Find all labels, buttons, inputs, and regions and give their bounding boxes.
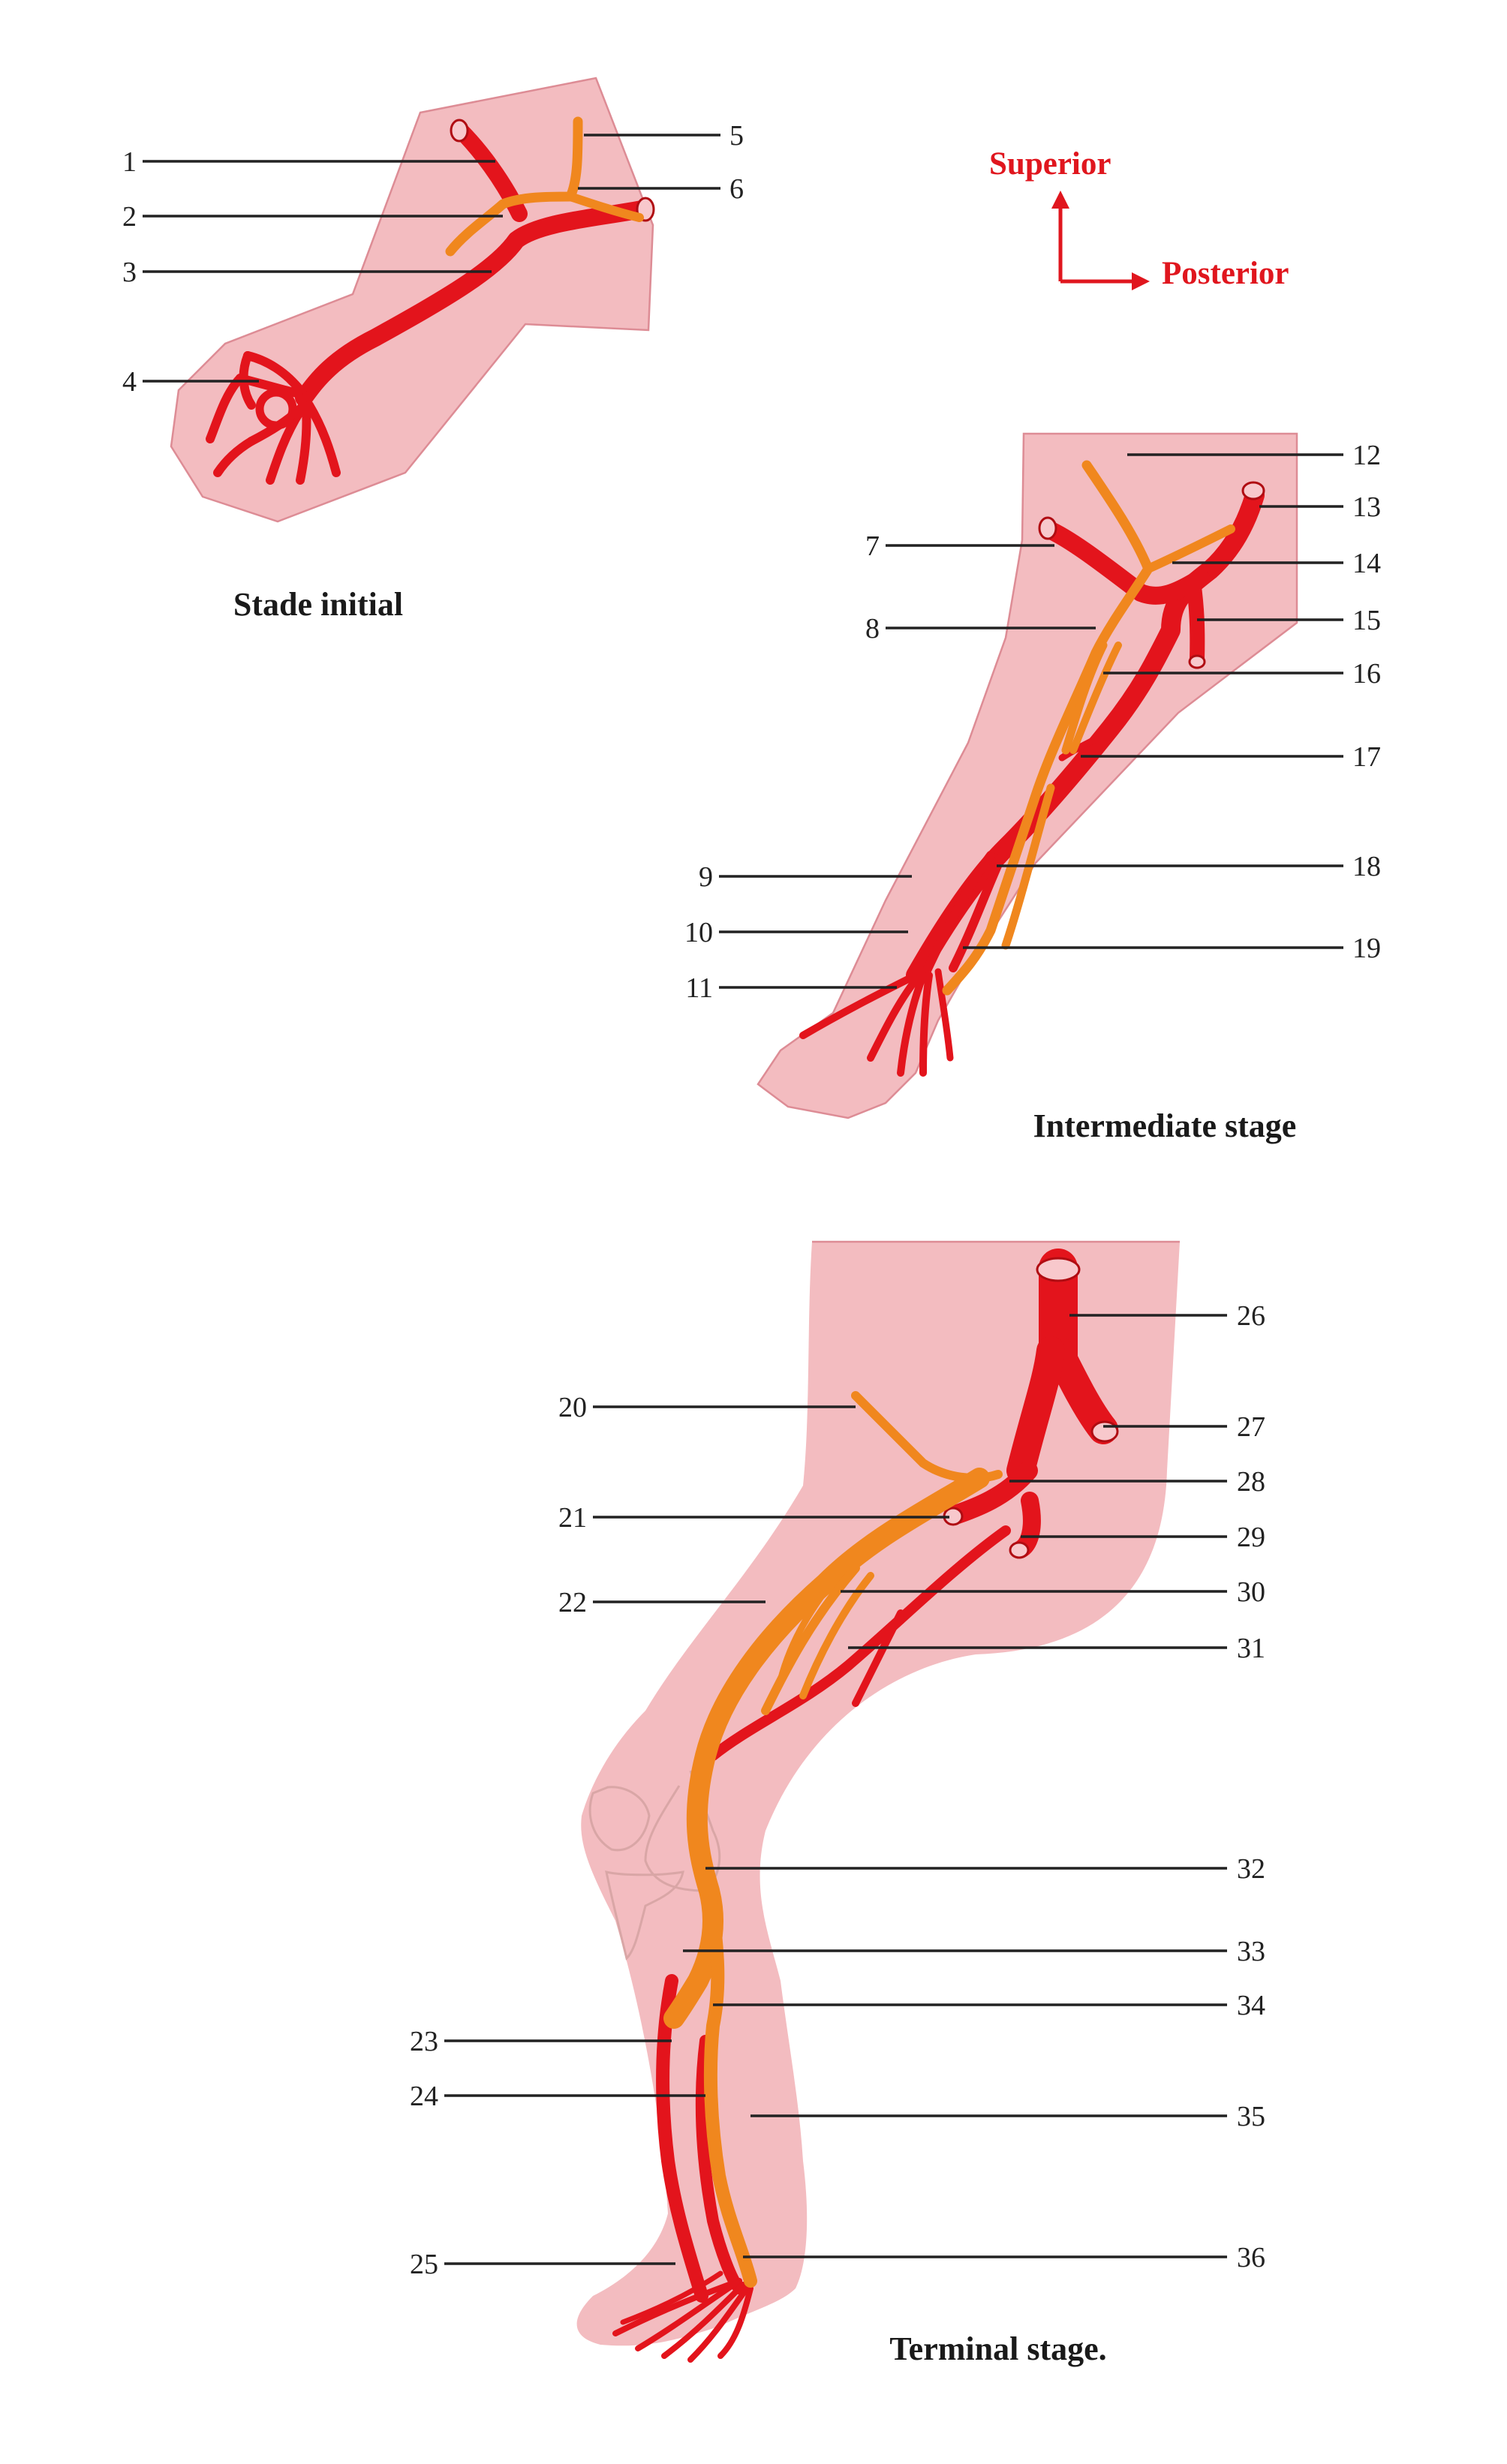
label-3: 3 <box>122 257 137 288</box>
label-2: 2 <box>122 201 137 233</box>
panel-terminal-stage <box>576 1240 1180 2363</box>
label-15: 15 <box>1352 605 1381 636</box>
label-31: 31 <box>1237 1633 1265 1664</box>
digital-artery <box>867 972 923 1062</box>
label-11: 11 <box>685 972 713 1004</box>
patella-outline <box>588 1786 651 1852</box>
superior-arrow-head <box>1051 191 1069 209</box>
label-13: 13 <box>1352 491 1381 523</box>
panel-intermediate-stage <box>757 432 1298 1119</box>
label-16: 16 <box>1352 658 1381 690</box>
terminal-arteries <box>612 1249 1119 2363</box>
label-6: 6 <box>729 173 744 205</box>
nerve-branch-30 <box>761 1564 860 1715</box>
posterior-arrow-head <box>1132 272 1150 290</box>
tibial-nerve <box>702 1884 757 2288</box>
label-12: 12 <box>1352 440 1381 471</box>
label-27: 27 <box>1237 1411 1265 1443</box>
label-21: 21 <box>558 1502 587 1534</box>
sciatic-nerve-terminal <box>663 1468 990 2029</box>
capillary-plexus-initial <box>206 351 341 485</box>
caption-intermediate-stage: Intermediate stage <box>1033 1107 1297 1144</box>
label-10: 10 <box>684 917 713 948</box>
label-28: 28 <box>1237 1466 1265 1498</box>
sciatic-artery-remnant <box>708 1525 1011 1761</box>
intermediate-arteries <box>799 481 1265 1077</box>
orientation-indicator: Superior Posterior <box>989 146 1289 291</box>
label-8: 8 <box>865 613 880 645</box>
tibia-plateau-outline <box>605 1871 684 1961</box>
limb-intermediate <box>757 432 1298 1119</box>
artery-cut-end <box>1241 481 1265 500</box>
label-4: 4 <box>122 366 137 398</box>
artery-cut-end <box>1090 1420 1119 1443</box>
label-17: 17 <box>1352 741 1381 773</box>
leader-lines <box>143 134 1343 2265</box>
label-25: 25 <box>410 2249 438 2280</box>
label-14: 14 <box>1352 548 1381 579</box>
label-23: 23 <box>410 2026 438 2057</box>
label-35: 35 <box>1237 2101 1265 2132</box>
orientation-posterior-label: Posterior <box>1162 256 1289 291</box>
digital-artery <box>897 972 927 1077</box>
label-5: 5 <box>729 120 744 152</box>
caption-initial-stage: Stade initial <box>233 586 403 623</box>
label-22: 22 <box>558 1587 587 1618</box>
label-7: 7 <box>865 530 880 562</box>
label-34: 34 <box>1237 1990 1265 2021</box>
sciatic-nerve-initial <box>445 116 583 257</box>
label-36: 36 <box>1237 2242 1265 2273</box>
nerve-branch-initial <box>566 192 644 222</box>
label-32: 32 <box>1237 1853 1265 1885</box>
orientation-superior-label: Superior <box>989 146 1111 182</box>
artery-branch-15 <box>1186 574 1205 668</box>
caption-terminal-stage: Terminal stage. <box>889 2330 1106 2367</box>
label-26: 26 <box>1237 1300 1265 1332</box>
artery-cut-end <box>1188 654 1206 669</box>
digital-artery <box>934 968 954 1062</box>
label-24: 24 <box>410 2081 438 2112</box>
artery-cut-end <box>450 119 469 143</box>
posterior-tibial-artery-distal <box>695 2035 745 2294</box>
axial-artery-initial <box>295 200 654 407</box>
number-labels: 1 2 3 4 5 6 7 8 9 10 11 12 13 14 15 16 1… <box>122 120 1381 2280</box>
label-9: 9 <box>699 861 713 893</box>
artery-cut-end <box>1036 1257 1081 1282</box>
label-30: 30 <box>1237 1576 1265 1608</box>
initial-arteries <box>206 119 655 485</box>
artery-cut-end <box>1009 1541 1030 1559</box>
anterior-tibial-artery <box>656 1974 708 2303</box>
artery-cut-end <box>1038 516 1057 540</box>
digital-artery <box>919 972 933 1077</box>
label-33: 33 <box>1237 1936 1265 1967</box>
intermediate-nerves <box>942 460 1235 996</box>
label-1: 1 <box>122 146 137 178</box>
label-20: 20 <box>558 1392 587 1423</box>
label-19: 19 <box>1352 933 1381 964</box>
digital-artery <box>799 972 919 1039</box>
label-29: 29 <box>1237 1522 1265 1553</box>
panel-initial-stage <box>170 77 655 523</box>
label-18: 18 <box>1352 851 1381 882</box>
foot-arteries <box>612 2270 754 2363</box>
terminal-nerves <box>663 1391 1003 2288</box>
external-iliac-artery <box>1006 1336 1065 1485</box>
sciatic-nerve-intermediate <box>942 460 1154 996</box>
